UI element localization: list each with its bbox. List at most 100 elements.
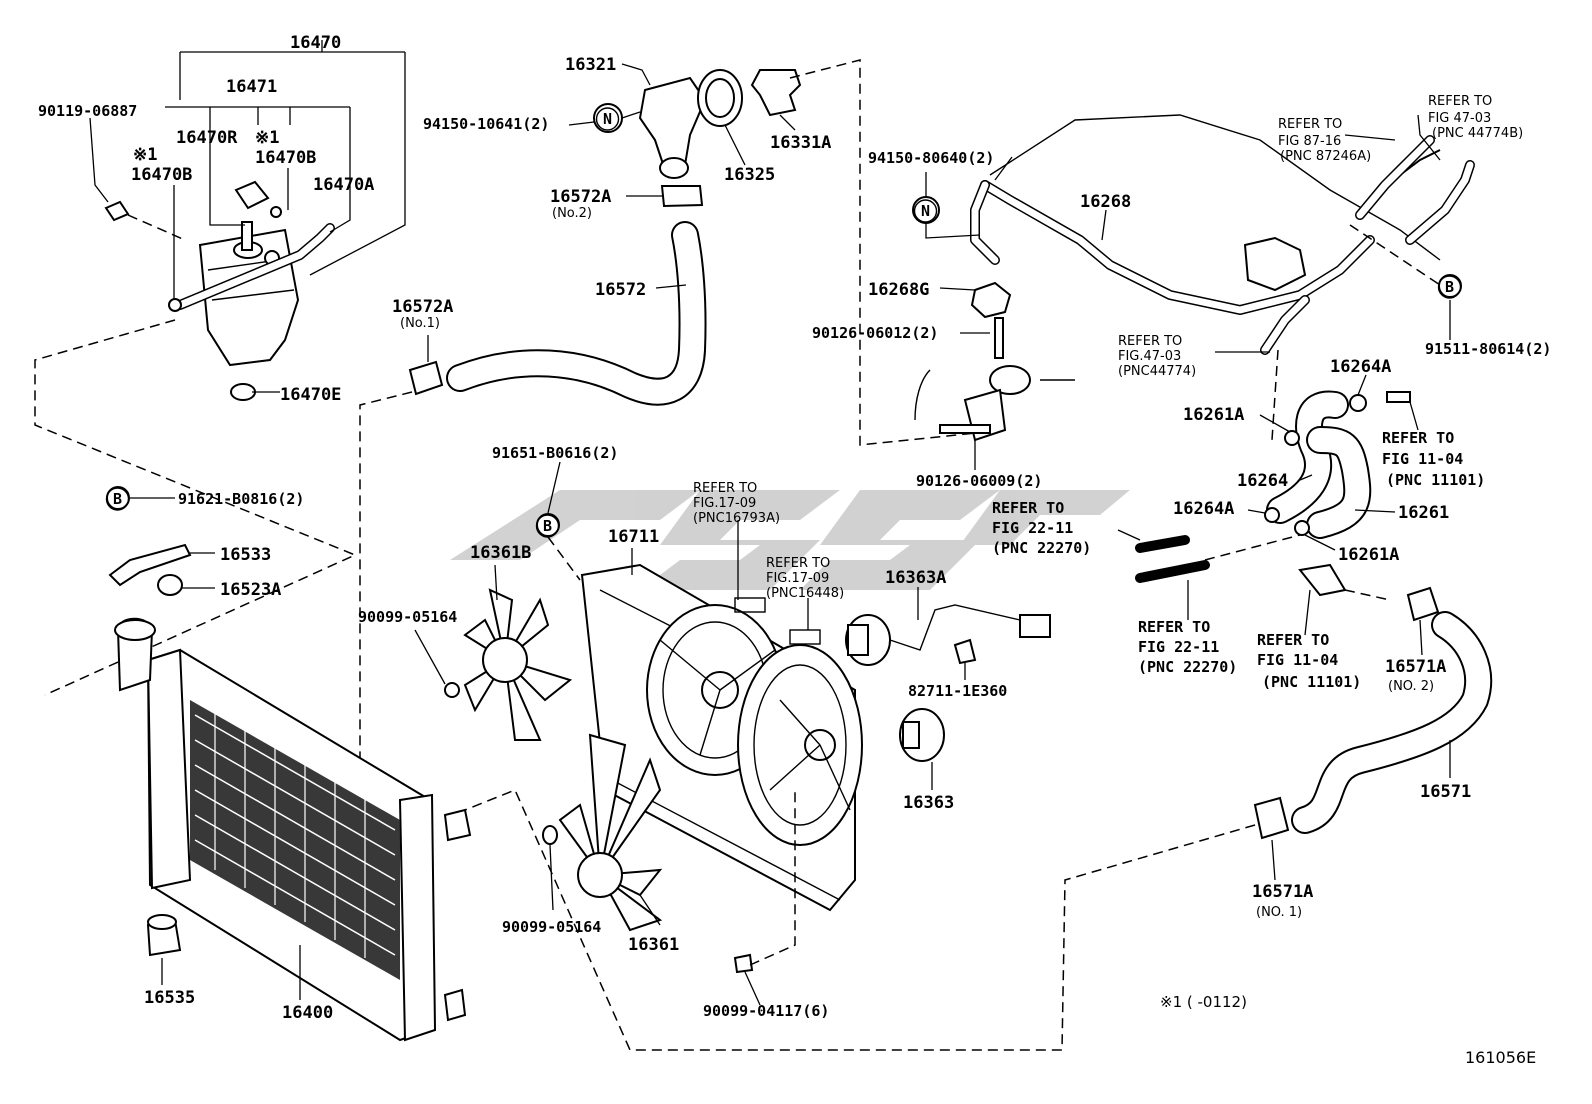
label-90126-06009: 90126-06009(2) <box>916 472 1042 490</box>
ref-fig11-04-bot-line2: FIG 11-04 <box>1257 651 1338 669</box>
ref-fig17-09-b-line1: REFER TO <box>766 556 830 571</box>
marker-n-1: N <box>603 110 612 128</box>
ref-fig87-16-line1: REFER TO <box>1278 117 1342 132</box>
marker-b-3: B <box>543 517 552 535</box>
marker-b-3-ring <box>535 514 560 538</box>
ref-fig22-11-top: REFER TO FIG 22-11 (PNC 22270) <box>992 499 1091 557</box>
ref-fig87-16: REFER TO FIG 87-16 (PNC 87246A) <box>1278 117 1371 164</box>
label-90099-05164-top: 90099-05164 <box>358 608 457 626</box>
reservoir-assembly <box>104 180 335 401</box>
ref-fig47-03-mid-line3: (PNC44774) <box>1118 364 1196 379</box>
ref-fig17-09-a-line3: (PNC16793A) <box>693 511 780 526</box>
label-16361B: 16361B <box>470 543 531 563</box>
ref-fig17-09-a: REFER TO FIG.17-09 (PNC16793A) <box>693 481 780 526</box>
ref-fig47-03-top-line3: (PNC 44774B) <box>1432 126 1523 141</box>
label-16400: 16400 <box>282 1003 333 1023</box>
label-16470B-right: 16470B <box>255 148 316 168</box>
label-90126-06012: 90126-06012(2) <box>812 324 938 342</box>
fan-shroud <box>580 520 863 912</box>
label-16261: 16261 <box>1398 503 1449 523</box>
ref-fig47-03-mid-line2: FIG.47-03 <box>1118 349 1181 364</box>
footnote: ※1 ( -0112) <box>1160 993 1247 1011</box>
label-82711-1E360: 82711-1E360 <box>908 682 1007 700</box>
label-90119-06887: 90119-06887 <box>38 102 137 120</box>
ref-fig22-11-top-line2: FIG 22-11 <box>992 519 1073 537</box>
label-16470R: 16470R <box>176 128 238 148</box>
label-16264: 16264 <box>1237 471 1288 491</box>
label-16523A: 16523A <box>220 580 281 600</box>
label-16363A: 16363A <box>885 568 946 588</box>
ref-fig22-11-top-line3: (PNC 22270) <box>992 539 1091 557</box>
reservoir-leaders <box>34 40 406 696</box>
label-16470B-left: 16470B <box>131 165 192 185</box>
water-pipe-assembly <box>912 114 1475 470</box>
ref-fig87-16-line3: (PNC 87246A) <box>1280 149 1371 164</box>
radiator <box>114 617 472 1042</box>
label-16571A-no1: 16571A <box>1252 882 1313 902</box>
ref-fig47-03-mid: REFER TO FIG.47-03 (PNC44774) <box>1118 334 1196 379</box>
label-91511-80614: 91511-80614(2) <box>1425 340 1551 358</box>
radiator-core <box>190 700 400 980</box>
label-16535: 16535 <box>144 988 195 1008</box>
label-90099-05164-bot: 90099-05164 <box>502 918 601 936</box>
label-16470A: 16470A <box>313 175 374 195</box>
label-16471: 16471 <box>226 77 277 97</box>
label-16261A-top: 16261A <box>1183 405 1244 425</box>
ref-fig11-04-top-line1: REFER TO <box>1382 429 1454 447</box>
ref-fig22-11-top-line1: REFER TO <box>992 499 1064 517</box>
label-16533: 16533 <box>220 545 271 565</box>
label-16711: 16711 <box>608 527 659 547</box>
label-90099-04117: 90099-04117(6) <box>703 1002 829 1020</box>
label-16470: 16470 <box>290 33 341 53</box>
part-labels: 16470 16471 90119-06887 16470R ※1 16470B… <box>38 33 1551 1023</box>
label-mark1-right: ※1 <box>255 128 279 148</box>
label-16572A-no2: 16572A <box>550 187 611 207</box>
bypass-pipes <box>1117 529 1391 636</box>
ref-fig22-11-bot-line1: REFER TO <box>1138 618 1210 636</box>
label-16264A-top: 16264A <box>1330 357 1391 377</box>
label-16264A-mid: 16264A <box>1173 499 1234 519</box>
ref-fig87-16-line2: FIG 87-16 <box>1278 134 1341 149</box>
marker-b-1-ring <box>1437 275 1462 299</box>
fan-16361B <box>414 564 573 741</box>
marker-b-2: B <box>113 490 122 508</box>
label-91651-B0616: 91651-B0616(2) <box>492 444 618 462</box>
label-91621-B0816: 91621-B0816(2) <box>178 490 304 508</box>
label-16571: 16571 <box>1420 782 1471 802</box>
marker-n-2: N <box>921 202 930 220</box>
ref-fig17-09-b-line2: FIG.17-09 <box>766 571 829 586</box>
label-16268: 16268 <box>1080 192 1131 212</box>
ref-fig47-03-top: REFER TO FIG 47-03 (PNC 44774B) <box>1428 94 1523 141</box>
ref-fig17-09-b-line3: (PNC16448) <box>766 586 844 601</box>
label-16268G: 16268G <box>868 280 929 300</box>
ref-fig11-04-bot-line3: (PNC 11101) <box>1262 673 1361 691</box>
thermostat-assembly <box>568 59 1006 446</box>
ref-fig11-04-bot-line1: REFER TO <box>1257 631 1329 649</box>
ref-fig11-04-top: REFER TO FIG 11-04 (PNC 11101) <box>1382 429 1485 489</box>
ref-fig22-11-bot: REFER TO FIG 22-11 (PNC 22270) <box>1138 618 1237 676</box>
label-no1: (No.1) <box>400 316 440 331</box>
ref-fig47-03-mid-line1: REFER TO <box>1118 334 1182 349</box>
ref-fig47-03-top-line2: FIG 47-03 <box>1428 111 1491 126</box>
marker-b-1: B <box>1445 278 1454 296</box>
ref-fig17-09-a-line1: REFER TO <box>693 481 757 496</box>
label-16321: 16321 <box>565 55 616 75</box>
fan-motors <box>845 587 1051 790</box>
ref-fig11-04-top-line2: FIG 11-04 <box>1382 450 1463 468</box>
label-16325: 16325 <box>724 165 775 185</box>
ref-fig17-09-b: REFER TO FIG.17-09 (PNC16448) <box>766 556 844 601</box>
heater-hoses <box>1247 349 1419 551</box>
label-16572A-no1: 16572A <box>392 297 453 317</box>
label-16331A: 16331A <box>770 133 831 153</box>
label-94150-80640: 94150-80640(2) <box>868 149 994 167</box>
label-16361: 16361 <box>628 935 679 955</box>
label-16572: 16572 <box>595 280 646 300</box>
label-16571A-no2: 16571A <box>1385 657 1446 677</box>
watermark-logo <box>450 490 1130 590</box>
label-no1-b: (NO. 1) <box>1256 905 1302 920</box>
reference-notes: REFER TO FIG 87-16 (PNC 87246A) REFER TO… <box>693 94 1523 691</box>
circle-markers: N N B B B <box>105 107 1462 538</box>
diagram-id: 161056E <box>1465 1048 1536 1067</box>
label-no2: (No.2) <box>552 206 592 221</box>
